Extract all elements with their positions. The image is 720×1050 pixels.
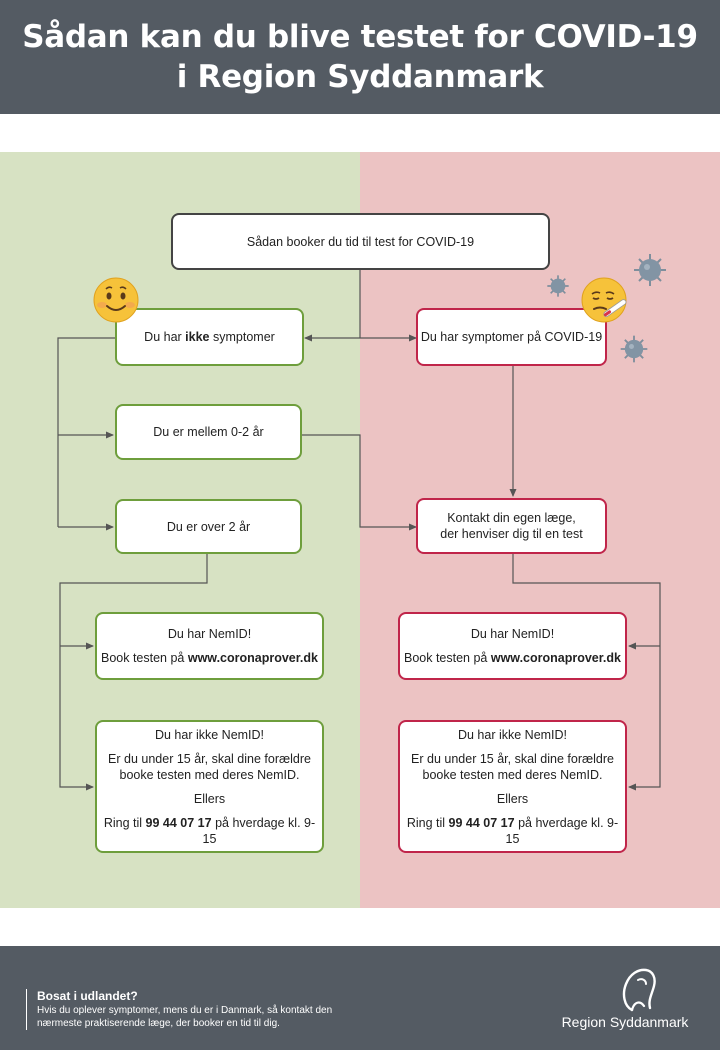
logo-mark-icon [622, 968, 656, 1012]
smiling-face-icon [93, 277, 139, 323]
right-no-nemid-box: Du har ikke NemID! Er du under 15 år, sk… [398, 720, 627, 853]
phone-number: 99 44 07 17 [145, 815, 212, 830]
sick-face-with-thermometer-icon [581, 277, 627, 323]
page-header: Sådan kan du blive testet for COVID-19 i… [0, 0, 720, 114]
logo-text: Region Syddanmark [561, 1014, 689, 1030]
no-nemid-call-line: Ring til 99 44 07 17 på hverdage kl. 9-1… [103, 815, 316, 846]
region-syddanmark-logo: Region Syddanmark [560, 966, 690, 1036]
no-nemid-under15-line-1: Er du under 15 år, skal dine forældre [108, 751, 311, 766]
no-nemid-under15-line-2: booke testen med deres NemID. [119, 767, 300, 782]
abroad-line-2: nærmeste praktiserende læge, der booker … [37, 1018, 280, 1029]
age-0-2-label: Du er mellem 0-2 år [153, 425, 264, 439]
connector-over-2-down [59, 553, 208, 791]
contact-doctor-line-2: der henviser dig til en test [440, 527, 583, 541]
abroad-title: Bosat i udlandet? [37, 989, 138, 1003]
virus-icon [547, 275, 569, 297]
abroad-info: Bosat i udlandet? Hvis du oplever sympto… [26, 989, 337, 1030]
no-nemid-title: Du har ikke NemID! [457, 727, 568, 742]
nemid-book-line: Book testen på www.coronaprover.dk [403, 651, 621, 665]
left-nemid-box: Du har NemID! Book testen på www.coronap… [95, 612, 324, 680]
nemid-title: Du har NemID! [167, 627, 252, 641]
connector-doctor-down [512, 553, 661, 791]
no-nemid-call-line: Ring til 99 44 07 17 på hverdage kl. 9-1… [406, 815, 619, 846]
abroad-line-1: Hvis du oplever symptomer, mens du er i … [37, 1005, 333, 1016]
no-symptoms-box: Du har ikke symptomer [115, 308, 304, 366]
symptoms-label: Du har symptomer på COVID-19 [420, 330, 603, 344]
contact-doctor-box: Kontakt din egen læge, der henviser dig … [416, 498, 607, 554]
virus-icon [634, 254, 666, 286]
age-over-2-box: Du er over 2 år [115, 499, 302, 554]
age-over-2-label: Du er over 2 år [166, 519, 251, 534]
coronaprover-link[interactable]: www.coronaprover.dk [490, 651, 621, 665]
start-label: Sådan booker du tid til test for COVID-1… [246, 234, 475, 249]
virus-icon [620, 335, 648, 363]
nemid-title: Du har NemID! [470, 627, 555, 641]
phone-number: 99 44 07 17 [448, 815, 515, 830]
start-box: Sådan booker du tid til test for COVID-1… [171, 213, 550, 270]
right-nemid-box: Du har NemID! Book testen på www.coronap… [398, 612, 627, 680]
page-footer: Bosat i udlandet? Hvis du oplever sympto… [0, 946, 720, 1050]
symptoms-box: Du har symptomer på COVID-19 [416, 308, 607, 366]
coronaprover-link[interactable]: www.coronaprover.dk [187, 651, 318, 665]
no-nemid-under15-line-2: booke testen med deres NemID. [422, 767, 603, 782]
connector-age-0-2-to-doctor [301, 434, 417, 531]
age-0-2-box: Du er mellem 0-2 år [115, 404, 302, 460]
no-nemid-under15-line-1: Er du under 15 år, skal dine forældre [411, 751, 614, 766]
no-symptoms-label: Du har ikke symptomer [144, 330, 275, 344]
no-nemid-else: Ellers [193, 791, 226, 806]
page-title-line-2: i Region Syddanmark [176, 59, 544, 95]
page-title-line-1: Sådan kan du blive testet for COVID-19 [22, 19, 698, 55]
nemid-book-line: Book testen på www.coronaprover.dk [100, 651, 318, 665]
connector-left-trunk [57, 337, 115, 527]
no-nemid-title: Du har ikke NemID! [154, 727, 265, 742]
left-no-nemid-box: Du har ikke NemID! Er du under 15 år, sk… [95, 720, 324, 853]
no-nemid-else: Ellers [496, 791, 529, 806]
contact-doctor-line-1: Kontakt din egen læge, [447, 511, 576, 525]
